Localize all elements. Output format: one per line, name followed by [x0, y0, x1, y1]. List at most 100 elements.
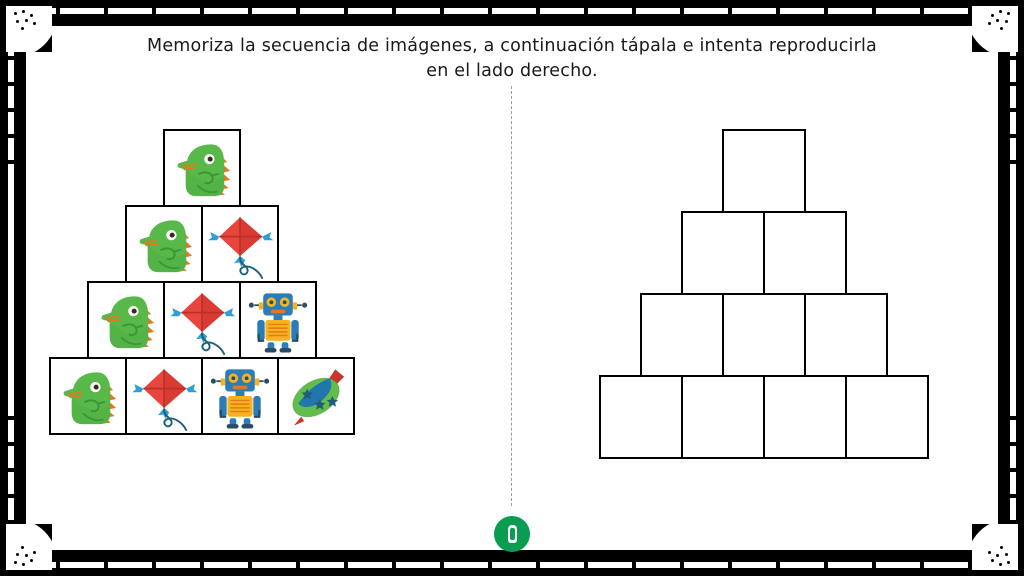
frame-tick: [536, 562, 540, 568]
frame-tick: [8, 82, 14, 86]
robot-icon: [210, 369, 270, 429]
frame-tick: [152, 562, 156, 568]
pyramid-cell-empty[interactable]: [681, 375, 765, 459]
frame-tick: [1010, 108, 1016, 112]
frame-tick: [488, 8, 492, 14]
pyramid-cell-empty[interactable]: [640, 293, 724, 377]
frame-tick: [248, 8, 252, 14]
worksheet-content: Memoriza la secuencia de imágenes, a con…: [30, 30, 994, 552]
pyramid-cell-empty[interactable]: [722, 293, 806, 377]
frame-tick: [104, 562, 108, 568]
frame-tick: [584, 8, 588, 14]
pyramid-row: [600, 293, 928, 377]
frame-tick: [8, 494, 14, 498]
frame-tick: [8, 56, 14, 60]
frame-tick: [392, 8, 396, 14]
pyramid-row: [50, 281, 354, 359]
frame-tick: [920, 562, 924, 568]
frame-tick: [248, 562, 252, 568]
frame-tick: [680, 562, 684, 568]
frame-tick: [1010, 160, 1016, 164]
frame-tick: [728, 562, 732, 568]
page-title: Memoriza la secuencia de imágenes, a con…: [70, 34, 954, 84]
frame-tick: [296, 562, 300, 568]
pyramid-row: [50, 205, 354, 283]
frame-relief-right: [1010, 34, 1016, 542]
kite-icon: [132, 369, 198, 432]
instruction-line-1: Memoriza la secuencia de imágenes, a con…: [147, 36, 877, 56]
pyramid-cell-empty[interactable]: [722, 129, 806, 213]
pyramid-cell-empty[interactable]: [599, 375, 683, 459]
frame-tick: [1010, 56, 1016, 60]
frame-tick: [680, 8, 684, 14]
frame-tick: [776, 8, 780, 14]
frame-tick: [1010, 416, 1016, 420]
dinosaur-icon: [139, 220, 193, 273]
pyramid-row: [600, 211, 928, 295]
frame-tick: [8, 416, 14, 420]
frame-tick: [872, 8, 876, 14]
pyramid-cell-dinosaur: [125, 205, 203, 283]
answer-pyramid-right[interactable]: [599, 129, 929, 459]
frame-tick: [1010, 134, 1016, 138]
corner-bottom-right: [972, 524, 1024, 576]
pyramid-cell-spinning-top: [277, 357, 355, 435]
badge-glyph: [507, 525, 517, 543]
frame-tick: [152, 8, 156, 14]
frame-tick: [1010, 468, 1016, 472]
pyramid-cell-robot: [201, 357, 279, 435]
frame-tick: [8, 520, 14, 524]
frame-tick: [968, 8, 972, 14]
frame-tick: [344, 562, 348, 568]
frame-tick: [8, 108, 14, 112]
fold-divider-line: [511, 86, 512, 506]
frame-tick: [392, 562, 396, 568]
pyramid-row: [50, 129, 354, 207]
pyramid-cell-kite: [163, 281, 241, 359]
pyramid-cell-dinosaur: [87, 281, 165, 359]
dinosaur-icon: [177, 144, 231, 197]
pyramid-cell-empty[interactable]: [681, 211, 765, 295]
pyramid-cell-empty[interactable]: [763, 375, 847, 459]
frame-tick: [104, 8, 108, 14]
frame-tick: [440, 562, 444, 568]
frame-tick: [824, 562, 828, 568]
frame-relief-left: [8, 34, 14, 542]
pyramid-cell-empty[interactable]: [804, 293, 888, 377]
frame-tick: [728, 8, 732, 14]
frame-tick: [344, 8, 348, 14]
dinosaur-icon: [63, 372, 117, 425]
frame-tick: [776, 562, 780, 568]
frame-tick: [632, 562, 636, 568]
pyramid-row: [599, 375, 929, 459]
frame-tick: [968, 562, 972, 568]
frame-tick: [488, 562, 492, 568]
corner-top-right: [972, 0, 1024, 52]
frame-tick: [824, 8, 828, 14]
dinosaur-icon: [101, 296, 155, 349]
spinning-top-icon: [292, 369, 345, 426]
pyramid-cell-dinosaur: [163, 129, 241, 207]
frame-tick: [440, 8, 444, 14]
frame-tick: [1010, 494, 1016, 498]
frame-tick: [200, 562, 204, 568]
pyramid-cell-empty[interactable]: [845, 375, 929, 459]
frame-relief-top: [34, 8, 990, 14]
pyramid-row: [49, 357, 355, 435]
frame-tick: [632, 8, 636, 14]
frame-tick: [56, 8, 60, 14]
pyramid-cell-empty[interactable]: [763, 211, 847, 295]
robot-icon: [248, 293, 308, 353]
pyramid-cell-kite: [201, 205, 279, 283]
frame-tick: [8, 468, 14, 472]
kite-icon: [170, 293, 236, 356]
frame-tick: [200, 8, 204, 14]
frame-tick: [536, 8, 540, 14]
frame-tick: [584, 562, 588, 568]
frame-relief-bottom: [34, 562, 990, 568]
frame-tick: [296, 8, 300, 14]
frame-tick: [1010, 442, 1016, 446]
pyramid-cell-kite: [125, 357, 203, 435]
frame-tick: [920, 8, 924, 14]
